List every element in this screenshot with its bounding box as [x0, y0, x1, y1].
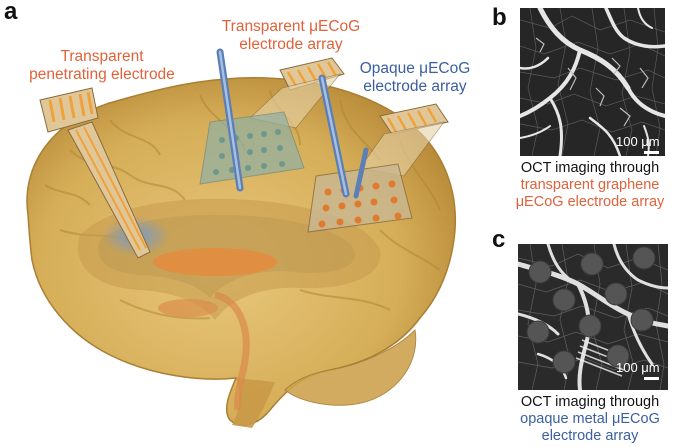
scale-bar-b	[644, 151, 659, 154]
panel-label-c: c	[492, 226, 506, 253]
oct-vessels-graphene	[520, 8, 665, 156]
panel-label-a: a	[4, 0, 18, 25]
scale-bar-label-c: 100 μm	[616, 360, 660, 375]
label-penetrating-electrode: Transparent penetrating electrode	[29, 48, 175, 83]
scale-bar-c	[644, 377, 659, 380]
scale-bar-label-b: 100 μm	[616, 134, 660, 149]
label-opaque-ecog: Opaque μECoG electrode array	[359, 60, 471, 95]
caption-b: OCT imaging through transparent graphene…	[515, 160, 665, 210]
oct-image-graphene: 100 μm	[520, 8, 665, 156]
caption-c: OCT imaging through opaque metal μECoG e…	[520, 394, 660, 444]
penetrating-electrode	[39, 87, 151, 259]
blue-probes	[216, 48, 369, 199]
panel-label-b: b	[492, 4, 507, 31]
oct-vessels-opaque	[518, 244, 668, 390]
oct-image-opaque-metal: 100 μm	[518, 244, 668, 390]
brain-illustration	[26, 48, 457, 428]
opaque-ecog-array	[307, 103, 449, 233]
label-transparent-ecog: Transparent μECoG electrode array	[221, 18, 361, 53]
